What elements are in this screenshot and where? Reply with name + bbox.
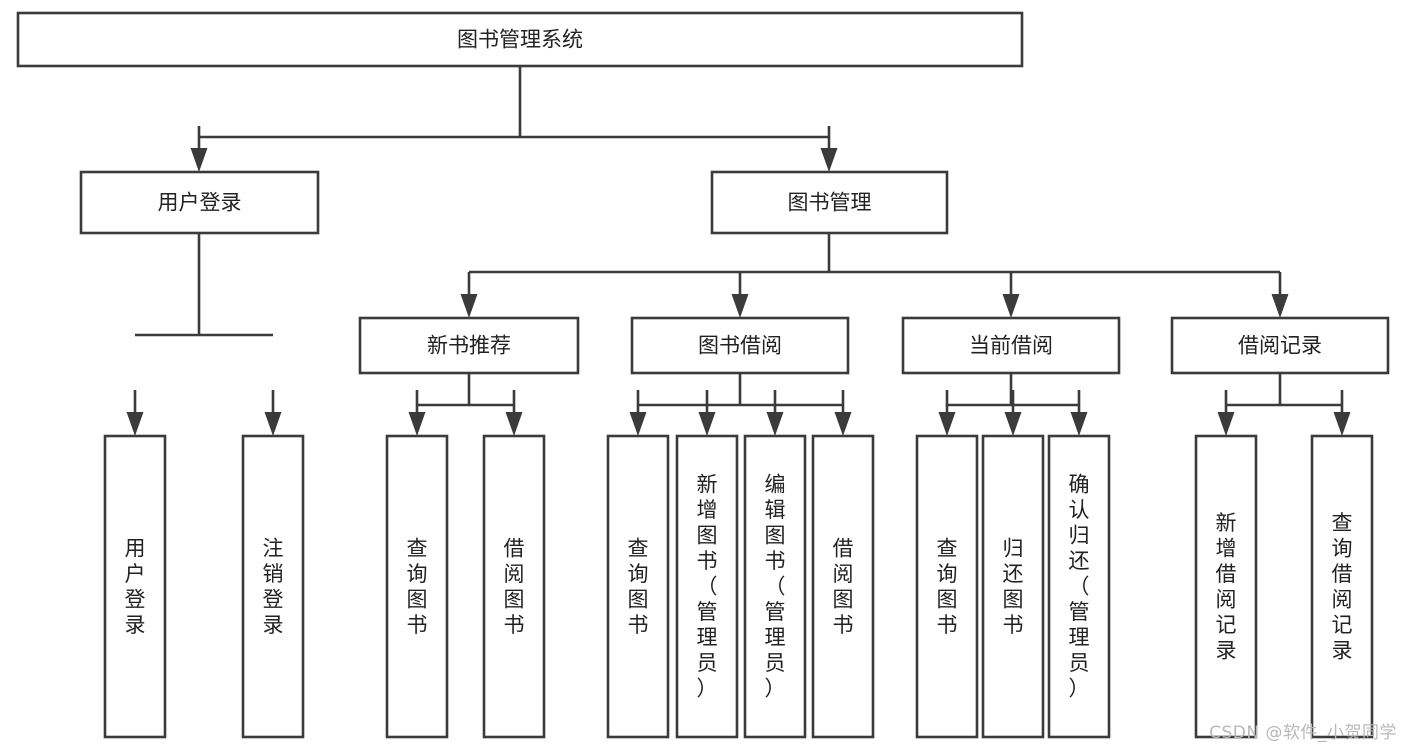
node-borrow-record-label: 借阅记录 — [1238, 334, 1322, 358]
node-leaf-user-login-label: 用户登录 — [125, 536, 146, 637]
node-leaf-add-book[interactable]: 新增图书（管理员） — [675, 434, 739, 739]
node-leaf-query-book-label: 查询图书 — [628, 536, 649, 637]
arrow-head-icon — [766, 412, 784, 436]
node-leaf-query-book-rec-box[interactable] — [385, 434, 449, 739]
arrow-head-icon — [126, 412, 144, 436]
arrow-head-icon — [629, 412, 647, 436]
node-leaf-edit-book-label: 编辑图书（管理员） — [765, 473, 786, 701]
arrow-head-icon — [505, 412, 523, 436]
arrow-head-icon — [1070, 412, 1088, 436]
node-root[interactable]: 图书管理系统 — [16, 11, 1024, 68]
node-leaf-confirm-return-label: 确认归还（管理员） — [1069, 473, 1090, 701]
node-leaf-borrow-book-box[interactable] — [811, 434, 875, 739]
node-borrow-record[interactable]: 借阅记录 — [1170, 316, 1390, 375]
node-leaf-borrow-book-rec[interactable]: 借阅图书 — [482, 434, 546, 739]
node-book-borrow-label: 图书借阅 — [698, 334, 782, 358]
node-root-label: 图书管理系统 — [457, 28, 583, 52]
arrow-head-icon — [1002, 294, 1020, 318]
arrow-head-icon — [1333, 412, 1351, 436]
node-leaf-query-book-cur-label: 查询图书 — [937, 536, 958, 637]
node-leaf-query-book-box[interactable] — [606, 434, 670, 739]
arrow-head-icon — [938, 412, 956, 436]
node-current-borrow-box[interactable] — [901, 316, 1121, 375]
arrow-head-icon — [1217, 412, 1235, 436]
node-leaf-borrow-book-rec-label: 借阅图书 — [504, 536, 525, 637]
node-leaf-borrow-book-rec-box[interactable] — [482, 434, 546, 739]
arrow-head-icon — [731, 294, 749, 318]
node-user-login-label: 用户登录 — [158, 191, 242, 215]
node-new-book-rec-label: 新书推荐 — [427, 334, 511, 358]
node-leaf-add-book-box[interactable] — [675, 434, 739, 739]
arrow-head-icon — [1004, 412, 1022, 436]
node-book-borrow[interactable]: 图书借阅 — [630, 316, 850, 375]
node-leaf-confirm-return-box[interactable] — [1047, 434, 1111, 739]
node-leaf-user-login[interactable]: 用户登录 — [103, 434, 167, 739]
node-leaf-user-login-box[interactable] — [103, 434, 167, 739]
arrow-head-icon — [1271, 294, 1289, 318]
node-leaf-add-record[interactable]: 新增借阅记录 — [1194, 434, 1258, 739]
node-leaf-add-book-label: 新增图书（管理员） — [697, 473, 718, 701]
node-book-manage[interactable]: 图书管理 — [710, 170, 949, 235]
node-leaf-borrow-book-label: 借阅图书 — [833, 536, 854, 637]
node-leaf-query-book-rec-label: 查询图书 — [407, 536, 428, 637]
node-new-book-rec-box[interactable] — [358, 316, 580, 375]
node-leaf-query-book-rec[interactable]: 查询图书 — [385, 434, 449, 739]
node-root-box[interactable] — [16, 11, 1024, 68]
arrow-head-icon — [820, 148, 838, 172]
node-leaf-query-record-label: 查询借阅记录 — [1332, 511, 1353, 663]
arrow-head-icon — [834, 412, 852, 436]
node-leaf-add-record-box[interactable] — [1194, 434, 1258, 739]
node-leaf-query-book-cur-box[interactable] — [915, 434, 979, 739]
node-current-borrow[interactable]: 当前借阅 — [901, 316, 1121, 375]
node-current-borrow-label: 当前借阅 — [969, 334, 1053, 358]
node-leaf-logout-label: 注销登录 — [263, 536, 284, 637]
node-leaf-logout[interactable]: 注销登录 — [241, 434, 305, 739]
node-book-manage-label: 图书管理 — [788, 191, 872, 215]
arrow-head-icon — [460, 294, 478, 318]
node-leaf-return-book-label: 归还图书 — [1003, 536, 1024, 637]
node-user-login[interactable]: 用户登录 — [79, 170, 320, 235]
node-leaf-add-record-label: 新增借阅记录 — [1216, 511, 1237, 663]
node-book-borrow-box[interactable] — [630, 316, 850, 375]
node-new-book-rec[interactable]: 新书推荐 — [358, 316, 580, 375]
node-book-manage-box[interactable] — [710, 170, 949, 235]
node-leaf-return-book-box[interactable] — [981, 434, 1045, 739]
node-leaf-query-record[interactable]: 查询借阅记录 — [1310, 434, 1374, 739]
arrow-head-icon — [264, 412, 282, 436]
arrow-head-icon — [190, 148, 208, 172]
arrow-head-icon — [408, 412, 426, 436]
node-leaf-borrow-book[interactable]: 借阅图书 — [811, 434, 875, 739]
watermark-text: CSDN @软件_小贺同学 — [1209, 723, 1397, 743]
arrow-head-icon — [698, 412, 716, 436]
node-leaf-logout-box[interactable] — [241, 434, 305, 739]
node-leaf-query-book[interactable]: 查询图书 — [606, 434, 670, 739]
node-leaf-edit-book-box[interactable] — [743, 434, 807, 739]
node-leaf-query-record-box[interactable] — [1310, 434, 1374, 739]
node-leaf-query-book-cur[interactable]: 查询图书 — [915, 434, 979, 739]
node-leaf-return-book[interactable]: 归还图书 — [981, 434, 1045, 739]
node-leaf-edit-book[interactable]: 编辑图书（管理员） — [743, 434, 807, 739]
node-leaf-confirm-return[interactable]: 确认归还（管理员） — [1047, 434, 1111, 739]
node-borrow-record-box[interactable] — [1170, 316, 1390, 375]
node-user-login-box[interactable] — [79, 170, 320, 235]
